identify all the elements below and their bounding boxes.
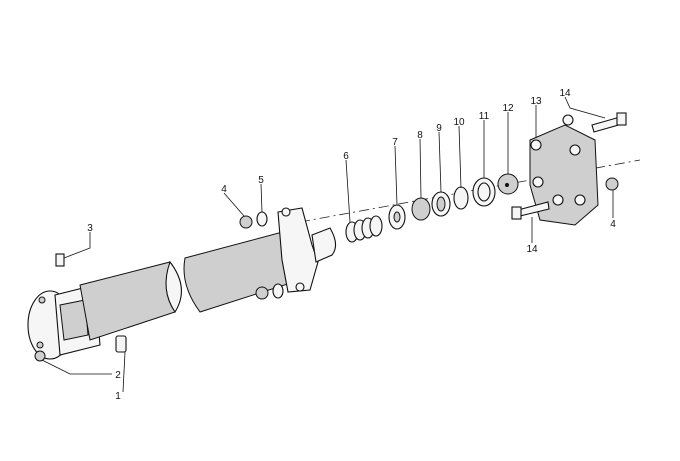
washer-part-5 [256,211,284,299]
flex-coupling-part-13 [529,114,599,226]
callout-3: 3 [87,223,93,234]
nut-part-2 [34,350,46,362]
nut-part-4-right [605,177,619,191]
callout-12: 12 [502,103,514,114]
callout-9: 9 [436,123,442,134]
seal-part-11 [472,177,496,207]
callout-11: 11 [479,111,490,122]
nut-part-4 [239,215,269,300]
callout-4-right: 4 [610,219,616,230]
bushing-part-8 [411,197,431,221]
shaft-tube-left [79,260,182,341]
leader-lines [41,96,614,393]
cap-part-12 [497,173,519,195]
callout-14-top: 14 [559,88,571,99]
callout-10: 10 [453,117,465,128]
callout-13: 13 [530,96,542,107]
bearing-part-9 [431,191,451,217]
bolt-part-14 [511,112,627,220]
callout-7: 7 [392,137,398,148]
shaft-tube-right [183,207,337,313]
callout-1: 1 [115,391,121,402]
callout-14-bottom: 14 [526,244,538,255]
callout-6: 6 [343,151,349,162]
callout-4: 4 [221,184,227,195]
ring-part-7 [388,204,406,230]
spring-part-6 [345,215,383,243]
callout-2: 2 [115,370,121,381]
circlip-part-10 [453,186,469,210]
grease-nipple-part-3 [55,253,65,267]
callout-8: 8 [417,130,423,141]
callout-5: 5 [258,175,264,186]
bolt-part-1 [115,335,127,353]
